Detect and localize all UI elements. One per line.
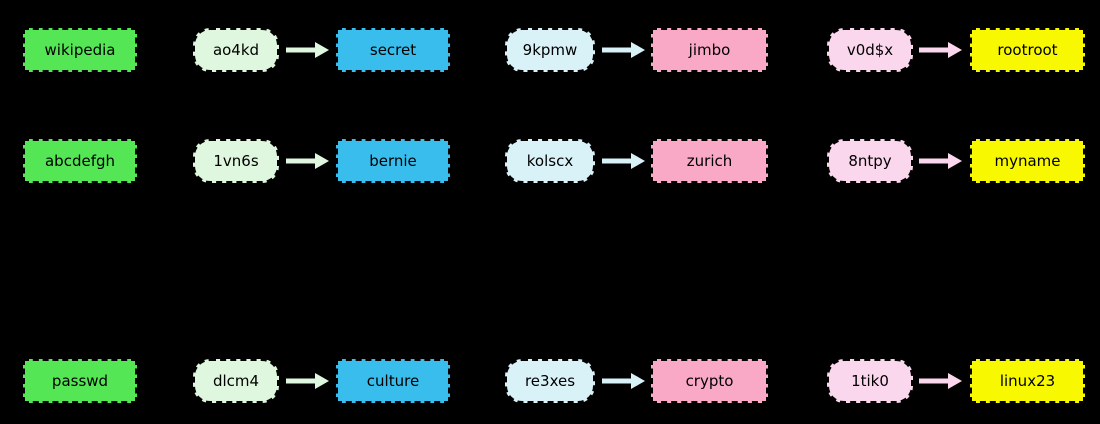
- result-word-node: zurich: [651, 139, 768, 183]
- hash-node: 8ntpy: [827, 139, 913, 183]
- result-word-node: jimbo: [651, 28, 768, 72]
- hash-node: ao4kd: [193, 28, 279, 72]
- arrow-right-icon: [602, 41, 646, 59]
- hash-node: 1vn6s: [193, 139, 279, 183]
- arrow-right-icon: [602, 372, 646, 390]
- result-word-node: myname: [970, 139, 1085, 183]
- diagram-row: abcdefgh 1vn6s bernie kolscx zurich 8ntp…: [0, 139, 1100, 185]
- diagram-row: wikipedia ao4kd secret 9kpmw jimbo v0d$x…: [0, 28, 1100, 74]
- result-word-node: rootroot: [970, 28, 1085, 72]
- hash-node: kolscx: [505, 139, 595, 183]
- hash-node: 9kpmw: [505, 28, 595, 72]
- result-word-node: crypto: [651, 359, 768, 403]
- hash-node: re3xes: [505, 359, 595, 403]
- result-word-node: culture: [336, 359, 450, 403]
- arrow-right-icon: [286, 152, 330, 170]
- source-word-node: passwd: [23, 359, 137, 403]
- result-word-node: linux23: [970, 359, 1085, 403]
- arrow-right-icon: [919, 41, 963, 59]
- source-word-node: abcdefgh: [23, 139, 137, 183]
- arrow-right-icon: [602, 152, 646, 170]
- source-word-node: wikipedia: [23, 28, 137, 72]
- result-word-node: secret: [336, 28, 450, 72]
- arrow-right-icon: [919, 372, 963, 390]
- arrow-right-icon: [286, 41, 330, 59]
- arrow-right-icon: [286, 372, 330, 390]
- result-word-node: bernie: [336, 139, 450, 183]
- hash-node: dlcm4: [193, 359, 279, 403]
- arrow-right-icon: [919, 152, 963, 170]
- hash-node: v0d$x: [827, 28, 913, 72]
- diagram-row: passwd dlcm4 culture re3xes crypto 1tik0…: [0, 359, 1100, 405]
- hash-node: 1tik0: [827, 359, 913, 403]
